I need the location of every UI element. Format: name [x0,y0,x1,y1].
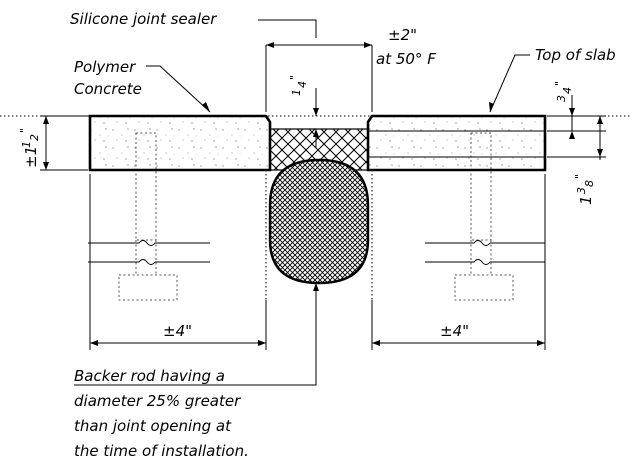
right-lower-num: 3 [575,187,588,194]
right-lower-den: 8 [583,180,596,187]
left-width-dimension: ±4" [163,322,192,340]
left-thickness-unit: " [18,128,31,133]
left-thickness-num: 1 [20,141,33,148]
polymer-label-line2: Concrete [74,80,142,98]
top-of-slab-label: Top of slab [535,46,616,64]
left-polymer-slab [88,114,272,172]
depth-fraction-unit: " [288,75,301,80]
left-thickness-den: 2 [28,134,41,141]
depth-fraction-den: 4 [296,81,309,88]
opening-dimension-value: ±2" [388,26,417,44]
backer-rod-note-line3: than joint opening at [74,417,232,435]
right-rebar [425,240,545,265]
right-polymer-slab [366,114,547,172]
backer-rod-note-line4: the time of installation. [74,442,249,460]
depth-fraction-num: 1 [290,89,303,96]
right-top-num: 3 [555,95,568,102]
polymer-label-line1: Polymer [74,58,136,76]
right-lower-unit: " [573,174,586,179]
right-width-dimension: ±4" [440,322,469,340]
silicone-sealer-label: Silicone joint sealer [70,10,217,28]
backer-rod-note-line2: diameter 25% greater [74,392,241,410]
right-top-den: 4 [561,87,574,94]
opening-dimension-temp: at 50° F [376,50,436,68]
left-rebar [88,240,210,265]
backer-rod-note-line1: Backer rod having a [74,367,225,385]
right-top-unit: " [553,81,566,86]
backer-rod [268,158,370,285]
right-lower-whole: 1 [577,195,595,205]
left-thickness-prefix: ±1 [22,146,40,168]
